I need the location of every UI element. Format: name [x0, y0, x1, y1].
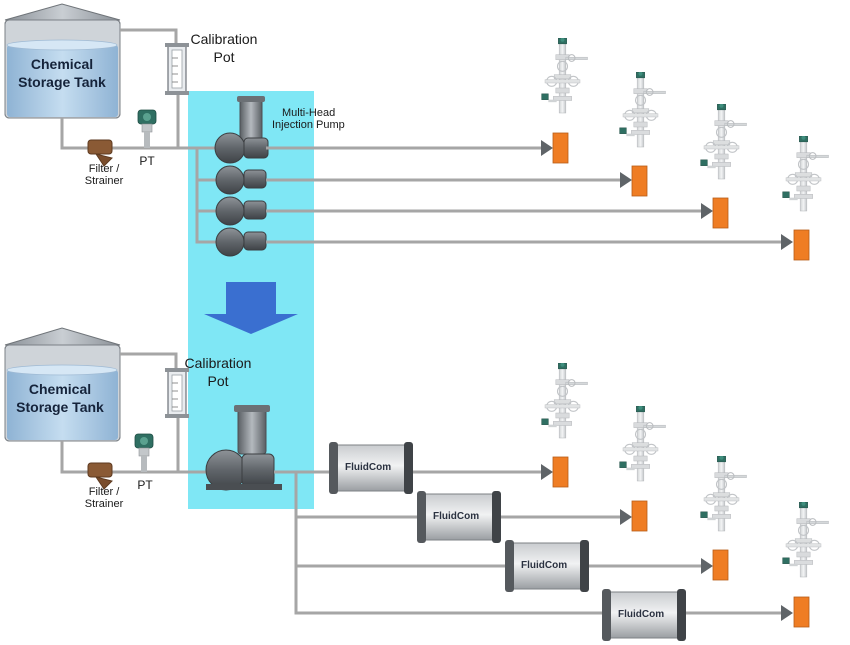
chemical-storage-tank-bottom: [4, 327, 121, 442]
wellhead-bottom-2: [619, 406, 667, 532]
tank-label-bottom: Chemical Storage Tank: [10, 380, 110, 416]
calibration-label-top-line1: Calibration: [190, 31, 258, 47]
pressure-transmitter-top: [137, 109, 157, 148]
tank-label-bottom-line1: Chemical: [28, 381, 92, 397]
filter-label-bottom-line2: Strainer: [84, 498, 124, 510]
calibration-label-bottom-line2: Pot: [207, 373, 229, 389]
pump-label-line2: Injection Pump: [272, 119, 345, 131]
calibration-label-top-line2: Pot: [213, 49, 235, 65]
pump-label: Multi-Head Injection Pump: [272, 107, 345, 131]
tank-label-bottom-line2: Storage Tank: [16, 399, 104, 415]
tank-label-top-line1: Chemical: [30, 56, 94, 72]
wellhead-bottom-3: [700, 456, 748, 581]
filter-strainer-top: [87, 139, 113, 167]
calibration-pot-top: [165, 43, 189, 95]
wellhead-top-4: [782, 136, 830, 261]
filter-label-bottom: Filter / Strainer: [76, 486, 132, 510]
flow-arrow-icon: [541, 140, 553, 156]
wellhead-top-3: [700, 104, 748, 229]
wellhead-top-2: [619, 72, 667, 197]
wellhead-bottom-4: [782, 502, 830, 628]
pressure-transmitter-bottom: [134, 433, 154, 472]
wellhead-top-1: [541, 38, 589, 164]
calibration-pot-label-top: Calibration Pot: [184, 30, 264, 66]
calibration-pot-label-bottom: Calibration Pot: [178, 354, 258, 390]
flow-arrow-icon: [701, 558, 713, 574]
flow-arrow-icon: [781, 234, 793, 250]
flow-arrow-icon: [701, 203, 713, 219]
flowmeter-4: [602, 589, 686, 641]
calibration-label-bottom-line1: Calibration: [184, 355, 252, 371]
flow-arrow-icon: [541, 464, 553, 480]
flowmeter-2: [417, 491, 501, 543]
flow-arrow-icon: [620, 509, 632, 525]
flow-arrow-icon: [620, 172, 632, 188]
filter-label-bottom-line1: Filter /: [88, 486, 120, 498]
calibration-pot-bottom: [165, 368, 189, 418]
pt-label-bottom: PT: [137, 478, 153, 492]
filter-label-top: Filter / Strainer: [76, 163, 132, 187]
flowmeter-4-brand: FluidCom: [618, 609, 665, 620]
flow-arrow-icon: [781, 605, 793, 621]
multi-head-injection-pump: [214, 96, 269, 257]
filter-label-top-line2: Strainer: [84, 175, 124, 187]
pump-label-line1: Multi-Head: [282, 107, 336, 119]
filter-label-top-line1: Filter /: [88, 163, 120, 175]
chemical-storage-tank-top: [4, 3, 121, 119]
tank-label-top-line2: Storage Tank: [18, 74, 106, 90]
flowmeter-2-brand: FluidCom: [433, 511, 480, 522]
flowmeter-1: [329, 442, 413, 494]
tank-label-top: Chemical Storage Tank: [12, 55, 112, 91]
transition-arrow-icon: [204, 282, 298, 334]
bottom-system: [4, 327, 830, 641]
flowmeter-3: [505, 540, 589, 592]
flowmeter-1-brand: FluidCom: [345, 462, 392, 473]
filter-strainer-bottom: [87, 462, 113, 490]
top-system: [4, 3, 830, 261]
wellhead-bottom-1: [541, 363, 589, 488]
injection-pump-bottom: [205, 405, 282, 491]
pt-label-top: PT: [139, 154, 155, 168]
flowmeter-3-brand: FluidCom: [521, 560, 568, 571]
